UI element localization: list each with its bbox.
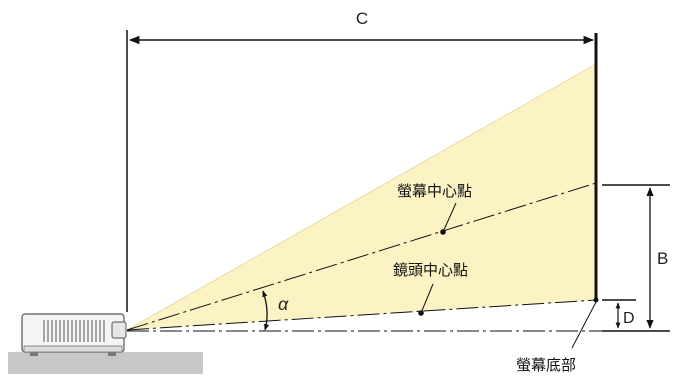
lens-center-leader [420, 283, 434, 314]
d-label: D [623, 310, 635, 327]
b-label: B [657, 249, 668, 268]
screen-center-leader [442, 202, 457, 233]
beam-upper-edge [126, 63, 597, 331]
screen-bottom-axis [126, 299, 597, 331]
angle-label: α [278, 294, 289, 314]
projector-icon [21, 313, 127, 356]
screen-center-axis [126, 182, 597, 331]
screen-bottom-label: 螢幕底部 [516, 356, 576, 374]
screen-bottom-dot [593, 297, 599, 303]
screen-bottom-leader [571, 301, 597, 349]
floor [8, 352, 203, 374]
screen-center-label: 螢幕中心點 [397, 182, 472, 200]
c-label: C [356, 9, 368, 28]
angle-arc [262, 290, 270, 331]
lens-center-label: 鏡頭中心點 [393, 261, 468, 279]
